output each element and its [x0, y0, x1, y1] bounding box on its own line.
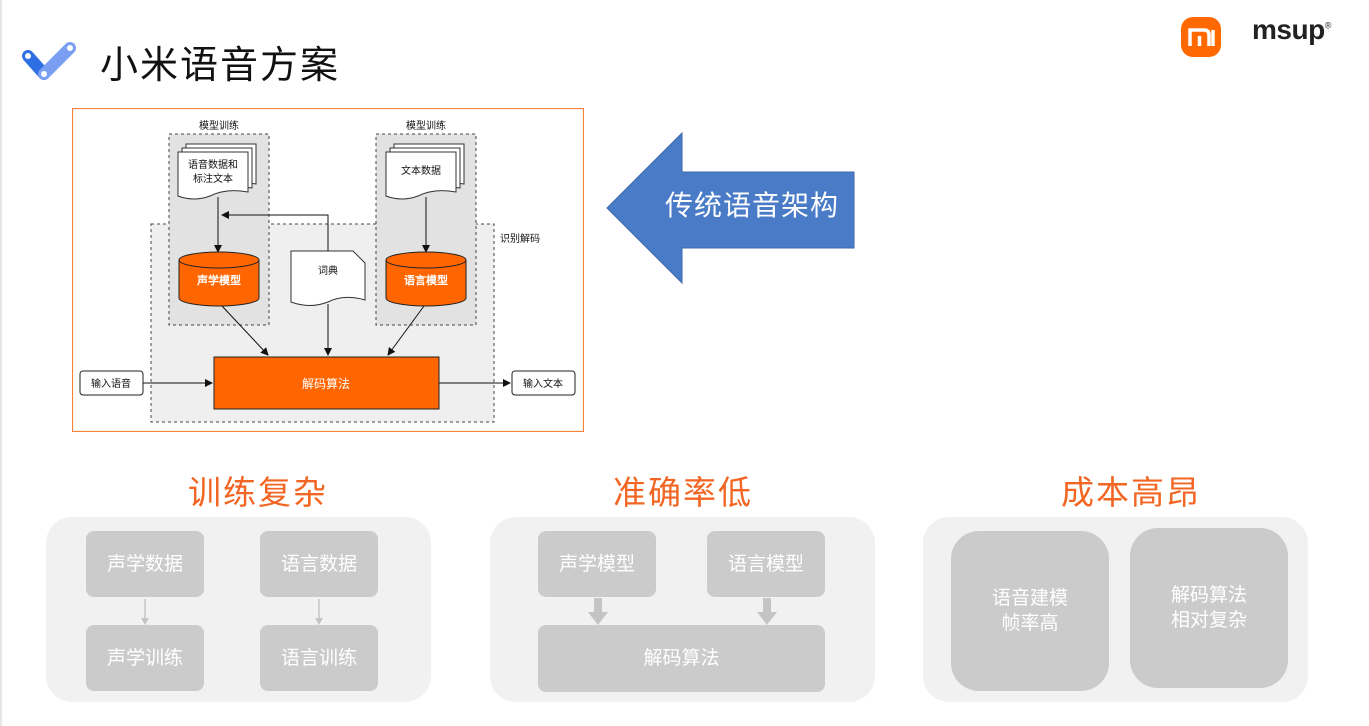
acoustic-model-box: 声学模型 — [538, 531, 656, 597]
model-training-right-label: 模型训练 — [406, 119, 446, 132]
traditional-architecture-arrow — [606, 132, 855, 284]
section-title-training-complex: 训练复杂 — [188, 473, 328, 512]
svg-text:解码算法: 解码算法 — [302, 376, 350, 391]
svg-text:文本数据: 文本数据 — [401, 164, 441, 177]
svg-text:声学模型: 声学模型 — [196, 273, 241, 287]
svg-text:标注文本: 标注文本 — [193, 172, 233, 185]
language-data-box: 语言数据 — [260, 531, 378, 597]
language-training-box: 语言训练 — [260, 625, 378, 691]
page-title: 小米语音方案 — [100, 43, 341, 87]
output-text-box: 输入文本 — [511, 370, 576, 396]
speech-data-document: 语音数据和 标注文本 — [177, 143, 257, 200]
svg-text:语音数据和: 语音数据和 — [188, 158, 238, 171]
svg-text:输入文本: 输入文本 — [523, 377, 563, 390]
text-data-document: 文本数据 — [385, 143, 465, 200]
input-speech-box: 输入语音 — [79, 370, 144, 396]
left-edge-rule — [0, 0, 2, 726]
accuracy-flow-arrows — [588, 598, 777, 625]
svg-text:语言模型: 语言模型 — [404, 273, 448, 287]
lexicon-document: 词典 — [290, 250, 366, 306]
decoding-algorithm-gray-box: 解码算法 — [538, 625, 825, 692]
speech-architecture-diagram: 识别解码 模型训练 模型训练 语音数据和 标注文本 文本数据 声学模型 语言模型… — [72, 108, 584, 432]
recognition-decoding-label: 识别解码 — [500, 232, 540, 245]
xiaomi-mi-logo — [1181, 17, 1221, 57]
acoustic-training-box: 声学训练 — [86, 625, 204, 691]
language-model-cylinder: 语言模型 — [385, 251, 467, 307]
language-model-box: 语言模型 — [707, 531, 825, 597]
model-training-left-label: 模型训练 — [199, 119, 239, 132]
check-ribbon-icon — [22, 42, 76, 80]
training-flow-arrows — [141, 599, 323, 625]
frame-rate-box: 语音建模帧率高 — [951, 531, 1109, 691]
svg-text:词典: 词典 — [318, 264, 338, 277]
section-title-high-cost: 成本高昂 — [1061, 473, 1201, 512]
msup-logo: msup® — [1252, 14, 1331, 45]
decoding-complex-box: 解码算法相对复杂 — [1130, 528, 1288, 688]
acoustic-data-box: 声学数据 — [86, 531, 204, 597]
decoding-algorithm-box: 解码算法 — [213, 356, 440, 410]
svg-text:输入语音: 输入语音 — [91, 377, 131, 390]
acoustic-model-cylinder: 声学模型 — [178, 251, 260, 307]
traditional-architecture-label: 传统语音架构 — [665, 189, 840, 222]
section-title-low-accuracy: 准确率低 — [613, 473, 753, 512]
